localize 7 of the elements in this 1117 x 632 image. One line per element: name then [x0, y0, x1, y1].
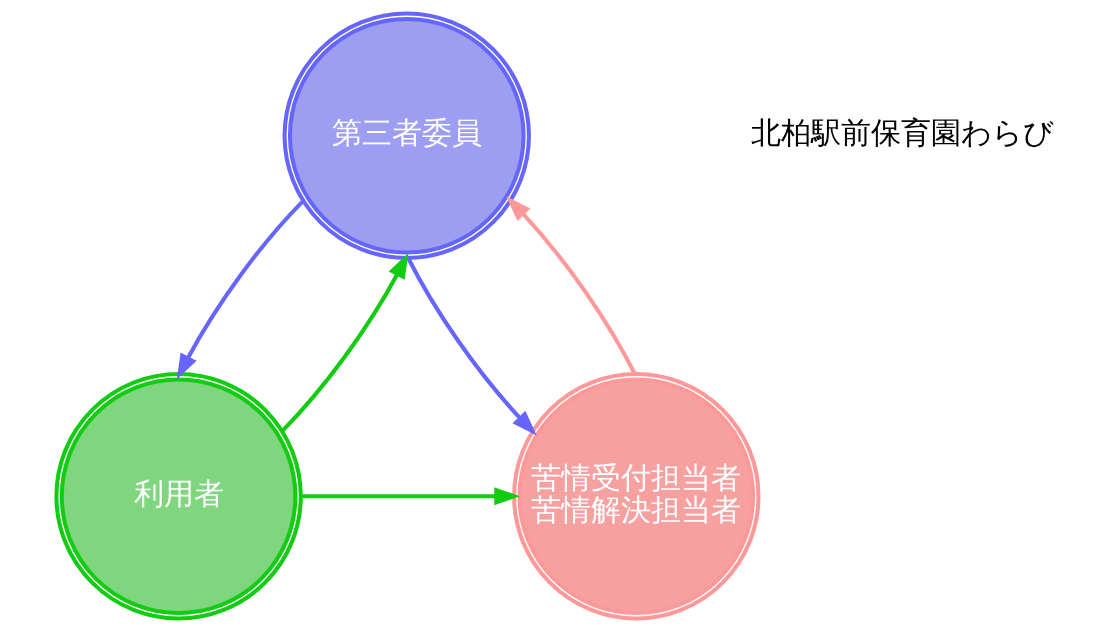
arrow: [505, 196, 637, 375]
label: 北柏駅前保育園わらび: [750, 115, 1054, 151]
arrow: [280, 252, 409, 433]
arrow: [406, 257, 537, 436]
node-circle: 利用者: [53, 372, 303, 621]
arrow: [300, 487, 520, 506]
arrow: [176, 199, 304, 380]
